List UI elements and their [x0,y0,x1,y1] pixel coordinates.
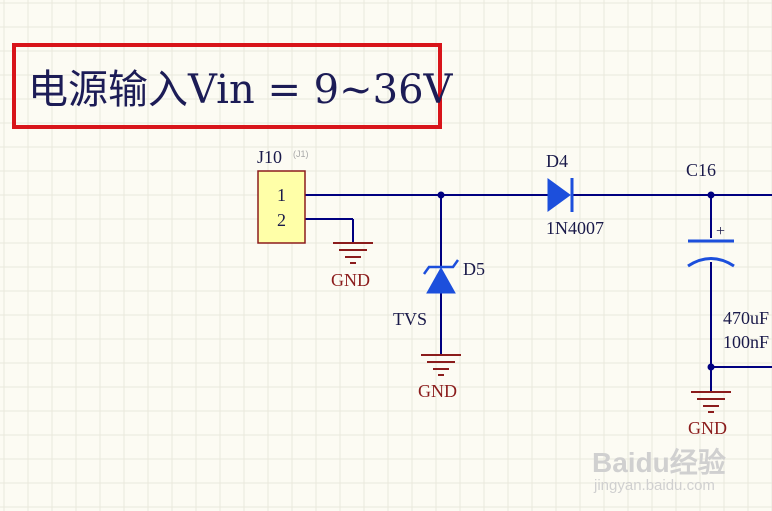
gnd-label-2: GND [418,381,457,401]
j10-pin1-label: 1 [277,185,286,205]
j10-connector-body [257,170,306,244]
c16-polarity-mark: + [716,223,726,240]
page-title: 电源输入Vin = 9~36V [28,67,453,113]
d4-diode-triangle [547,178,571,212]
d4-designator: D4 [546,151,568,171]
gnd-symbol-3 [691,391,731,413]
c16-value-1: 470uF [723,308,770,328]
junction-dot [707,191,715,199]
junction-dot [707,363,715,371]
d5-tvs-triangle [426,266,456,294]
junction-dot [437,191,445,199]
d5-designator: D5 [463,259,485,279]
j10-pin2-label: 2 [277,210,286,230]
watermark-brand: Baidu经验 [592,447,726,478]
gnd-symbol-2 [421,354,461,376]
j10-designator: J10 [257,147,283,167]
j10-alt-designator: (J1) [293,149,309,159]
d4-part-number: 1N4007 [546,218,604,238]
c16-designator: C16 [686,160,717,180]
gnd-symbol-1 [333,242,373,264]
d5-tvs-bar [422,259,460,275]
gnd-label-3: GND [688,418,727,438]
c16-value-2: 100nF [723,332,770,352]
c16-plate-negative [687,257,735,268]
wires [305,194,772,392]
watermark-url: jingyan.baidu.com [594,477,715,494]
gnd-label-1: GND [331,270,370,290]
d5-part-label: TVS [393,309,428,329]
title-frame [12,43,442,129]
